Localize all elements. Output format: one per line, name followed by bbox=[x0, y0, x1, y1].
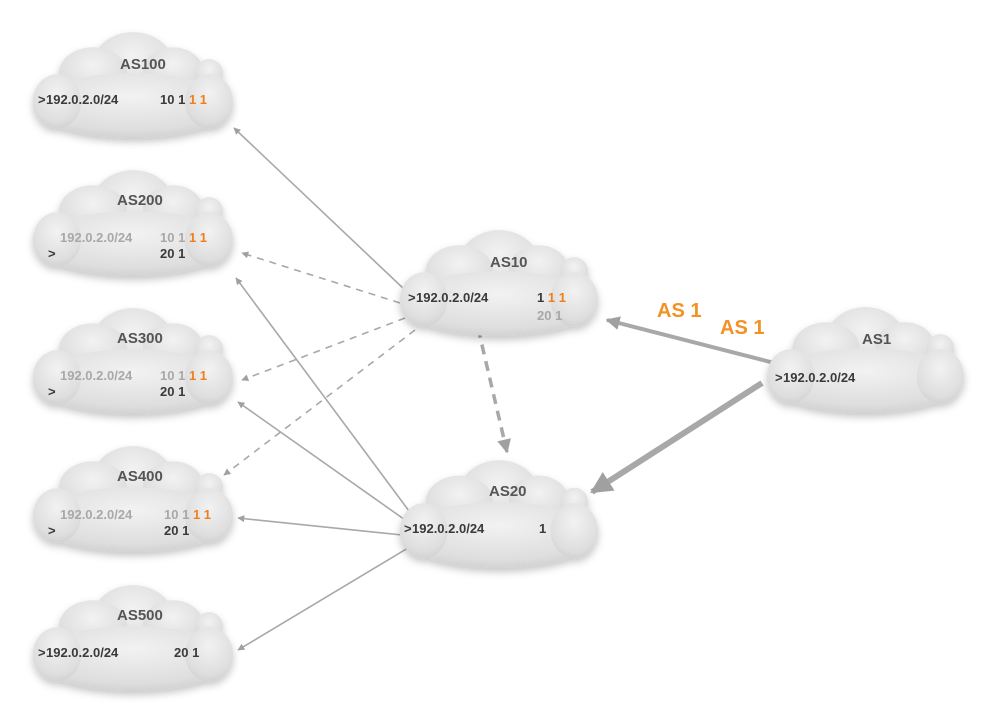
as10-row2-path: 20 1 bbox=[537, 308, 563, 323]
as20-title: AS20 bbox=[489, 483, 527, 500]
as100-row1-prefix: 192.0.2.0/24 bbox=[46, 92, 119, 107]
as300-row2-path: 20 1 bbox=[160, 384, 186, 399]
arrow-as10-to-as100 bbox=[233, 127, 406, 291]
as10-row1-path: 1 1 1 bbox=[537, 290, 566, 305]
as300-title: AS300 bbox=[117, 330, 163, 347]
as10-row1-marker: > bbox=[408, 290, 416, 305]
as500-row1-path: 20 1 bbox=[174, 645, 200, 660]
as200-row1-path: 10 1 1 1 bbox=[160, 230, 208, 245]
as100-cloud bbox=[33, 32, 233, 138]
as100-row1-path: 10 1 1 1 bbox=[160, 92, 208, 107]
as500-row1-prefix: 192.0.2.0/24 bbox=[46, 645, 119, 660]
arrow-as10-to-as400-dashed bbox=[223, 329, 416, 476]
as400-row2-marker: > bbox=[48, 523, 56, 538]
as10-cloud bbox=[400, 230, 598, 336]
as500-cloud bbox=[33, 585, 233, 691]
as300-row1-path: 10 1 1 1 bbox=[160, 368, 208, 383]
as20-row1-marker: > bbox=[404, 521, 412, 536]
as1-row1-marker: > bbox=[775, 370, 783, 385]
arrow-as10-to-as20-dashed bbox=[476, 327, 511, 454]
arrow-as20-to-as300 bbox=[237, 401, 409, 523]
as400-title: AS400 bbox=[117, 468, 163, 485]
arrow-as1-to-as10 bbox=[605, 316, 783, 367]
as200-row2-marker: > bbox=[48, 246, 56, 261]
as-prepend-label-1: AS 1 bbox=[657, 300, 702, 322]
as400-row1-path: 10 1 1 1 bbox=[164, 507, 212, 522]
arrow-as10-to-as200-dashed bbox=[241, 251, 401, 304]
as1-cloud bbox=[767, 307, 964, 413]
as100-row1-marker: > bbox=[38, 92, 46, 107]
as200-cloud bbox=[33, 170, 233, 276]
as500-title: AS500 bbox=[117, 607, 163, 624]
as200-row2-path: 20 1 bbox=[160, 246, 186, 261]
arrow-as10-to-as300-dashed bbox=[241, 317, 406, 382]
as300-row1-prefix: 192.0.2.0/24 bbox=[60, 368, 133, 383]
as500-row1-marker: > bbox=[38, 645, 46, 660]
arrow-as20-to-as500 bbox=[237, 547, 409, 651]
as400-row1-prefix: 192.0.2.0/24 bbox=[60, 507, 133, 522]
as20-cloud bbox=[400, 460, 598, 568]
as400-row2-path: 20 1 bbox=[164, 523, 190, 538]
as300-row2-marker: > bbox=[48, 384, 56, 399]
as-prepend-label-2: AS 1 bbox=[720, 317, 765, 339]
as1-row1-prefix: 192.0.2.0/24 bbox=[783, 370, 856, 385]
as400-cloud bbox=[33, 446, 233, 552]
as20-row1-path: 1 bbox=[539, 521, 547, 536]
as200-row1-prefix: 192.0.2.0/24 bbox=[60, 230, 133, 245]
as1-title: AS1 bbox=[862, 331, 892, 348]
as10-title: AS10 bbox=[490, 254, 528, 271]
as20-row1-prefix: 192.0.2.0/24 bbox=[412, 521, 485, 536]
as200-title: AS200 bbox=[117, 192, 163, 209]
as300-cloud bbox=[33, 308, 233, 414]
arrow-as1-to-as20 bbox=[590, 380, 764, 495]
arrow-as20-to-as200 bbox=[235, 277, 413, 516]
as100-title: AS100 bbox=[120, 56, 166, 73]
as10-row1-prefix: 192.0.2.0/24 bbox=[416, 290, 489, 305]
arrow-as20-to-as400 bbox=[237, 515, 403, 536]
